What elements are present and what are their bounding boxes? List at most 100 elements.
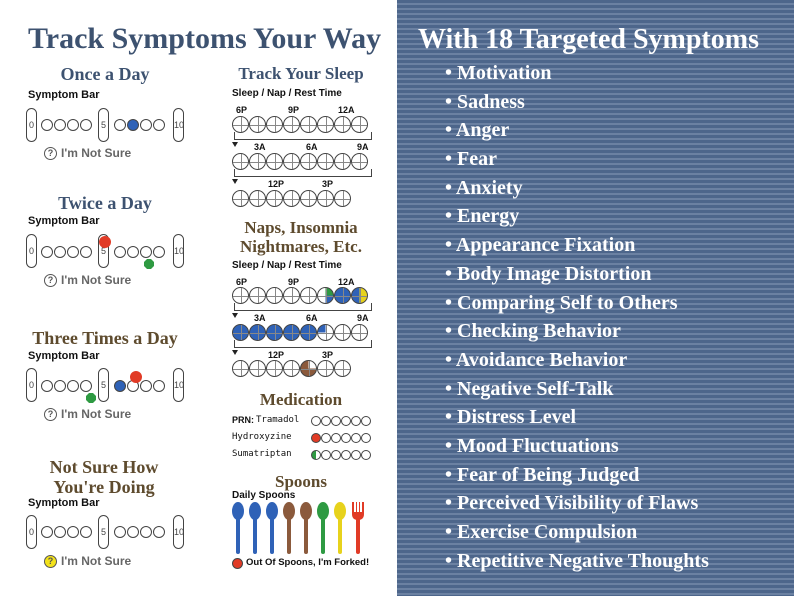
- med-dot[interactable]: [351, 433, 361, 443]
- sleep-slot[interactable]: [317, 116, 334, 133]
- bar-dot[interactable]: [80, 380, 92, 392]
- sleep-slot[interactable]: [266, 287, 283, 304]
- bar-dot[interactable]: [153, 246, 165, 258]
- spoon-icon[interactable]: [317, 502, 329, 554]
- bar-dot[interactable]: [140, 119, 152, 131]
- bar-dot-evening[interactable]: [144, 259, 154, 269]
- sleep-slot[interactable]: [249, 287, 266, 304]
- question-icon[interactable]: ?: [44, 274, 57, 287]
- once-symptom-bar[interactable]: 0 5 10: [26, 108, 191, 144]
- sleep-slot[interactable]: [266, 190, 283, 207]
- sleep-slot[interactable]: [351, 324, 368, 341]
- sleep-slot[interactable]: [351, 116, 368, 133]
- spoon-icon[interactable]: [300, 502, 312, 554]
- out-of-spoons-dot[interactable]: [232, 558, 243, 569]
- spoon-icon[interactable]: [266, 502, 278, 554]
- sleep-slot[interactable]: [232, 287, 249, 304]
- sleep-slot[interactable]: [232, 360, 249, 377]
- bar-dot[interactable]: [54, 526, 66, 538]
- question-icon[interactable]: ?: [44, 147, 57, 160]
- spoon-icon[interactable]: [232, 502, 244, 554]
- med-dot[interactable]: [341, 450, 351, 460]
- notsure-symptom-bar[interactable]: 0 5 10: [26, 515, 191, 551]
- bar-dot[interactable]: [140, 526, 152, 538]
- sleep-slot-filled[interactable]: [334, 287, 351, 304]
- spoon-icon[interactable]: [334, 502, 346, 554]
- twice-symptom-bar[interactable]: 0 5 10: [26, 234, 191, 270]
- bar-dot[interactable]: [153, 380, 165, 392]
- bar-dot[interactable]: [153, 119, 165, 131]
- sleep-slot[interactable]: [334, 360, 351, 377]
- bar-dot[interactable]: [41, 119, 53, 131]
- sleep-slot[interactable]: [232, 153, 249, 170]
- bar-dot[interactable]: [80, 526, 92, 538]
- bar-dot[interactable]: [114, 119, 126, 131]
- sleep-slot-filled[interactable]: [232, 324, 249, 341]
- sleep-slot[interactable]: [300, 287, 317, 304]
- med-dot[interactable]: [351, 450, 361, 460]
- sleep-slot-filled[interactable]: [249, 324, 266, 341]
- sleep-slot-filled[interactable]: [317, 324, 334, 341]
- bar-dot[interactable]: [80, 246, 92, 258]
- fork-icon[interactable]: [351, 502, 365, 554]
- bar-dot[interactable]: [67, 119, 79, 131]
- bar-dot-selected[interactable]: [127, 119, 139, 131]
- sleep-slot[interactable]: [283, 116, 300, 133]
- bar-dot-noon[interactable]: [114, 380, 126, 392]
- bar-dot[interactable]: [114, 526, 126, 538]
- sleep-slot[interactable]: [300, 116, 317, 133]
- bar-dot-morning[interactable]: [99, 236, 111, 248]
- sleep-slot[interactable]: [334, 116, 351, 133]
- sleep-slot[interactable]: [283, 287, 300, 304]
- med-dot[interactable]: [321, 433, 331, 443]
- sleep-slot[interactable]: [283, 190, 300, 207]
- sleep-slot[interactable]: [249, 153, 266, 170]
- sleep-slot[interactable]: [317, 360, 334, 377]
- bar-dot[interactable]: [140, 246, 152, 258]
- med-dot-filled[interactable]: [311, 433, 321, 443]
- sleep-slot-filled[interactable]: [351, 287, 368, 304]
- med-dot[interactable]: [311, 416, 321, 426]
- bar-dot[interactable]: [140, 380, 152, 392]
- question-icon[interactable]: ?: [44, 408, 57, 421]
- sleep-slot-filled[interactable]: [300, 324, 317, 341]
- sleep-slot[interactable]: [334, 190, 351, 207]
- sleep-slot[interactable]: [266, 116, 283, 133]
- sleep-slot[interactable]: [351, 153, 368, 170]
- bar-dot[interactable]: [54, 119, 66, 131]
- bar-dot[interactable]: [41, 526, 53, 538]
- bar-dot[interactable]: [54, 246, 66, 258]
- sleep-slot[interactable]: [266, 360, 283, 377]
- bar-dot[interactable]: [114, 246, 126, 258]
- med-dot[interactable]: [331, 450, 341, 460]
- med-dot[interactable]: [341, 416, 351, 426]
- med-dot[interactable]: [361, 450, 371, 460]
- sleep-slot[interactable]: [317, 190, 334, 207]
- spoon-icon[interactable]: [283, 502, 295, 554]
- three-symptom-bar[interactable]: 0 5 10: [26, 368, 191, 404]
- med-dot[interactable]: [361, 433, 371, 443]
- bar-dot-morning[interactable]: [130, 371, 142, 383]
- med-dot[interactable]: [321, 450, 331, 460]
- bar-dot[interactable]: [41, 380, 53, 392]
- bar-dot[interactable]: [127, 526, 139, 538]
- sleep-slot[interactable]: [334, 153, 351, 170]
- sleep-slot[interactable]: [249, 116, 266, 133]
- sleep-slot[interactable]: [283, 153, 300, 170]
- med-dot[interactable]: [361, 416, 371, 426]
- sleep-slot[interactable]: [317, 153, 334, 170]
- sleep-slot[interactable]: [249, 190, 266, 207]
- spoon-icon[interactable]: [249, 502, 261, 554]
- sleep-slot[interactable]: [232, 116, 249, 133]
- sleep-slot[interactable]: [266, 153, 283, 170]
- sleep-slot[interactable]: [283, 360, 300, 377]
- med-dot[interactable]: [321, 416, 331, 426]
- bar-dot-evening[interactable]: [86, 393, 96, 403]
- bar-dot[interactable]: [127, 246, 139, 258]
- bar-dot[interactable]: [67, 526, 79, 538]
- med-dot[interactable]: [351, 416, 361, 426]
- sleep-slot-filled[interactable]: [266, 324, 283, 341]
- sleep-slot[interactable]: [300, 190, 317, 207]
- sleep-slot-filled[interactable]: [300, 360, 317, 377]
- med-dot[interactable]: [331, 433, 341, 443]
